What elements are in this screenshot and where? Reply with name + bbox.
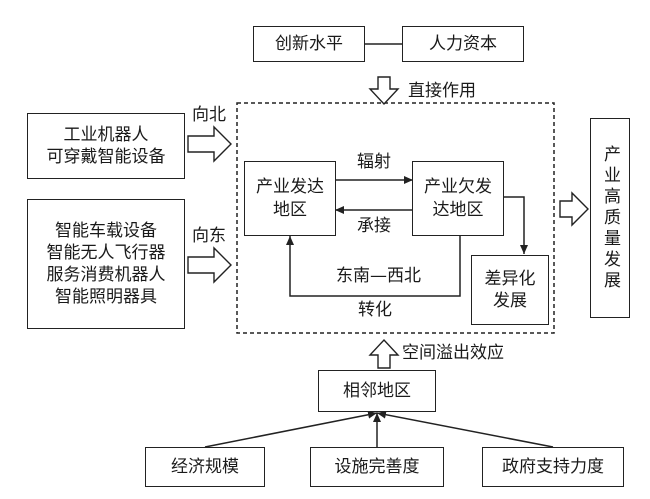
developed-region-line: 产业发达 (256, 177, 324, 198)
spillover-arrow-icon (368, 338, 400, 369)
government-support-link (376, 410, 554, 448)
differentiation-arrow (504, 196, 528, 254)
economic-scale-label: 经济规模 (171, 456, 239, 477)
direct-effect-arrow-icon (368, 76, 400, 106)
differentiated-development-box: 差异化 发展 (471, 255, 549, 325)
east-source-box: 智能车载设备 智能无人飞行器 服务消费机器人 智能照明器具 (27, 199, 185, 329)
neighboring-region-label: 相邻地区 (343, 380, 411, 401)
northward-label: 向北 (192, 105, 226, 125)
government-support-box: 政府支持力度 (482, 447, 624, 487)
direct-effect-label: 直接作用 (408, 81, 476, 101)
underdeveloped-region-line: 产业欠发 (424, 177, 492, 198)
undertake-label: 承接 (357, 216, 391, 236)
innovation-level-label: 创新水平 (275, 33, 343, 54)
east-source-item: 服务消费机器人 (46, 265, 166, 285)
government-support-label: 政府支持力度 (502, 456, 604, 477)
southeast-northwest-label: 东南—西北 (336, 266, 421, 286)
innovation-level-box: 创新水平 (253, 26, 365, 62)
northward-arrow-icon (187, 125, 232, 163)
differentiated-development-line: 发展 (493, 291, 527, 311)
neighboring-region-box: 相邻地区 (318, 370, 436, 412)
transformation-label: 转化 (358, 300, 392, 320)
outcome-arrow-icon (559, 191, 589, 227)
transformation-arrow (286, 236, 461, 297)
developed-region-line: 地区 (273, 199, 307, 220)
underdeveloped-region-box: 产业欠发 达地区 (412, 161, 504, 236)
eastward-arrow-icon (187, 246, 232, 284)
north-source-item: 工业机器人 (63, 124, 149, 145)
east-source-item: 智能车载设备 (55, 220, 157, 241)
underdeveloped-region-line: 达地区 (432, 199, 484, 220)
spatial-spillover-label: 空间溢出效应 (402, 343, 504, 363)
eastward-label: 向东 (192, 226, 226, 246)
east-source-item: 智能照明器具 (55, 287, 157, 308)
developed-region-box: 产业发达 地区 (244, 161, 336, 236)
infrastructure-box: 设施完善度 (310, 447, 444, 487)
differentiated-development-line: 差异化 (484, 268, 536, 289)
high-quality-development-label: 产业高质量发展 (600, 144, 621, 292)
human-capital-box: 人力资本 (402, 26, 524, 62)
economic-scale-box: 经济规模 (145, 447, 265, 487)
human-capital-label: 人力资本 (429, 33, 497, 54)
high-quality-development-box: 产业高质量发展 (590, 118, 630, 318)
infrastructure-label: 设施完善度 (334, 456, 420, 477)
economic-scale-link (204, 410, 378, 448)
north-source-box: 工业机器人 可穿戴智能设备 (27, 113, 185, 179)
east-source-item: 智能无人飞行器 (46, 242, 166, 263)
radiation-label: 辐射 (357, 152, 391, 172)
north-source-item: 可穿戴智能设备 (46, 147, 166, 167)
